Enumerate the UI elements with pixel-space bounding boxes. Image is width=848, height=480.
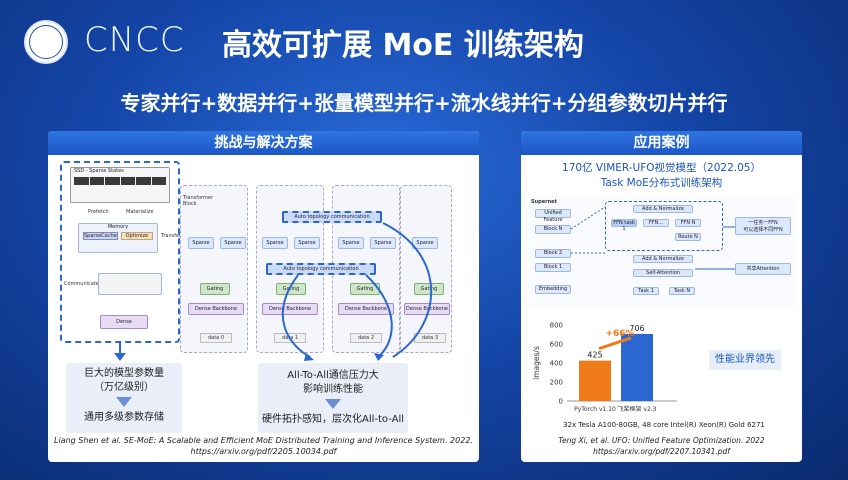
auto-topology-comm-mid: Auto topology communication bbox=[266, 263, 376, 275]
communicate-label: Communicate bbox=[64, 281, 99, 287]
y-tick-label: 400 bbox=[550, 360, 563, 368]
block-1-box: Block 1 bbox=[535, 263, 571, 272]
bar-value-label: 425 bbox=[587, 351, 602, 360]
moe-block-detail bbox=[605, 201, 723, 251]
gating-box-4: Gating bbox=[414, 283, 444, 295]
flow-arrows bbox=[114, 222, 433, 361]
auto-topology-comm-top: Auto topology communication bbox=[282, 211, 382, 223]
sparse-box-7: Sparse bbox=[412, 237, 438, 249]
sparse-cache-box: SparseCache bbox=[83, 232, 118, 240]
attention-note-box: 共享Attention bbox=[735, 263, 791, 275]
x-tick-label: 飞桨框架 v2.3 bbox=[617, 405, 656, 413]
embedding-box: Embedding bbox=[535, 285, 571, 294]
add-norm-top: Add & Normalize bbox=[633, 205, 693, 213]
dense-box-left: Dense bbox=[100, 315, 148, 329]
conference-emblem-logo bbox=[24, 20, 68, 64]
task-n-box: Task N bbox=[669, 287, 695, 295]
transformer-block-label: Transformer Block bbox=[183, 195, 214, 207]
callout-left-line3: 通用多级参数存储 bbox=[84, 412, 164, 423]
challenges-panel: 挑战与解决方案 SSD - Sparse States Prefetch Mat… bbox=[48, 131, 479, 462]
ffn-mid-box: FFN... bbox=[643, 219, 669, 227]
memory-box: Memory SparseCache Optimize bbox=[78, 223, 158, 253]
left-citation-link[interactable]: https://arxiv.org/pdf/2205.10034.pdf bbox=[190, 447, 337, 456]
dense-backbone-2: Dense Backbone bbox=[262, 303, 318, 315]
callout-right-line1: All-To-All通信压力大 bbox=[287, 370, 379, 381]
se-moe-diagram: SSD - Sparse States Prefetch Materialize… bbox=[48, 155, 479, 440]
down-arrow-icon bbox=[325, 399, 341, 409]
worker-column-4 bbox=[400, 185, 452, 353]
slide-subtitle: 专家并行+数据并行+张量模型并行+流水线并行+分组参数切片并行 bbox=[120, 91, 728, 115]
gating-box-2: Gating bbox=[276, 283, 306, 295]
ffn-task1-box: FFN task 1 bbox=[611, 219, 637, 232]
task-1-box: Task 1 bbox=[633, 287, 659, 295]
performance-badge: 性能业界领先 bbox=[709, 350, 781, 370]
left-citation: Liang Shen et al. SE-MoE: A Scalable and… bbox=[48, 435, 479, 457]
y-tick-label: 0 bbox=[559, 398, 563, 406]
block-n-box: Block N bbox=[535, 225, 571, 234]
sparse-box-2: Sparse bbox=[220, 237, 246, 249]
unified-feature-box: Unified Feature bbox=[535, 209, 571, 223]
data-box-2: data 2 bbox=[350, 333, 382, 343]
down-arrow-icon bbox=[116, 397, 132, 407]
optimize-box: Optimize bbox=[120, 232, 153, 240]
data-box-0: data 0 bbox=[200, 333, 232, 343]
ssd-label: SSD - Sparse States bbox=[74, 168, 124, 174]
x-axis-label: 32x Tesla A100-80GB, 48 core Intel(R) Xe… bbox=[563, 421, 765, 429]
ffn-n-box: FFN N bbox=[675, 219, 701, 227]
block-2-box: Block 2 bbox=[535, 249, 571, 258]
dense-backbone-1: Dense Backbone bbox=[188, 303, 244, 315]
add-norm-bottom: Add & Normalize bbox=[633, 255, 693, 263]
ffn-note-box: 一任务一FFN 可以选择不同FFN bbox=[735, 217, 791, 235]
use-case-panel: 应用案例 170亿 VIMER-UFO视觉模型（2022.05） Task Mo… bbox=[521, 131, 802, 462]
growth-arrow bbox=[598, 336, 632, 351]
all-to-all-callout: All-To-All通信压力大 影响训练性能 硬件拓扑感知，层次化All-to-… bbox=[258, 363, 408, 433]
slide-title: 高效可扩展 MoE 训练架构 bbox=[222, 28, 584, 63]
cncc-logo-text: CNCC bbox=[84, 20, 185, 60]
callout-left-line2: （万亿级别） bbox=[94, 382, 154, 393]
use-case-panel-header: 应用案例 bbox=[521, 131, 802, 155]
use-case-title-line2: Task MoE分布式训练架构 bbox=[600, 177, 723, 189]
transfer-label: Transfer bbox=[161, 233, 182, 239]
y-tick-label: 200 bbox=[550, 379, 563, 387]
growth-annotation: +66% bbox=[605, 329, 634, 339]
callout-right-line3: 硬件拓扑感知，层次化All-to-All bbox=[261, 414, 405, 425]
use-case-title-line1: 170亿 VIMER-UFO视觉模型（2022.05） bbox=[562, 162, 761, 174]
x-tick-label: PyTorch v1.10 bbox=[574, 406, 616, 413]
y-tick-label: 600 bbox=[550, 341, 563, 349]
comm-memory-box bbox=[98, 273, 162, 295]
bar-1 bbox=[621, 333, 653, 401]
y-tick-label: 800 bbox=[550, 322, 563, 330]
supernet-label: Supernet bbox=[531, 199, 557, 205]
bar-value-label: 706 bbox=[629, 324, 644, 333]
self-attention-box: Self-Attention bbox=[633, 269, 693, 277]
param-storage-callout: 巨大的模型参数量 （万亿级别） 通用多级参数存储 bbox=[66, 363, 182, 433]
sparse-box-5: Sparse bbox=[338, 237, 364, 249]
right-citation: Teng Xi, et al. UFO: Unified Feature Opt… bbox=[521, 435, 802, 457]
sparse-box-6: Sparse bbox=[370, 237, 396, 249]
sparse-box-1: Sparse bbox=[188, 237, 214, 249]
right-citation-line1: Teng Xi, et al. UFO: Unified Feature Opt… bbox=[558, 436, 765, 445]
left-citation-line1: Liang Shen et al. SE-MoE: A Scalable and… bbox=[54, 436, 473, 445]
materialize-label: Materialize bbox=[126, 209, 154, 215]
task-moe-architecture: Supernet Unified Feature Block N Block 2… bbox=[529, 197, 795, 309]
dense-backbone-3: Dense Backbone bbox=[338, 303, 394, 315]
right-citation-link[interactable]: https://arxiv.org/pdf/2207.10341.pdf bbox=[593, 447, 730, 456]
callout-left-line1: 巨大的模型参数量 bbox=[84, 368, 164, 379]
worker-column-1 bbox=[180, 185, 248, 353]
storage-dashed-box bbox=[60, 161, 180, 343]
callout-right-line2: 影响训练性能 bbox=[303, 384, 363, 395]
challenges-panel-header: 挑战与解决方案 bbox=[48, 131, 479, 155]
gating-box-1: Gating bbox=[200, 283, 230, 295]
route-box: Route N bbox=[675, 233, 701, 241]
y-axis-label: images/s bbox=[532, 346, 541, 380]
ssd-box: SSD - Sparse States bbox=[70, 167, 170, 203]
bar-0 bbox=[579, 360, 611, 401]
arch-connectors bbox=[570, 206, 735, 270]
sparse-box-4: Sparse bbox=[294, 237, 320, 249]
prefetch-label: Prefetch bbox=[88, 209, 109, 215]
gating-box-3: Gating bbox=[350, 283, 380, 295]
memory-label: Memory bbox=[107, 224, 129, 230]
sparse-box-3: Sparse bbox=[262, 237, 288, 249]
